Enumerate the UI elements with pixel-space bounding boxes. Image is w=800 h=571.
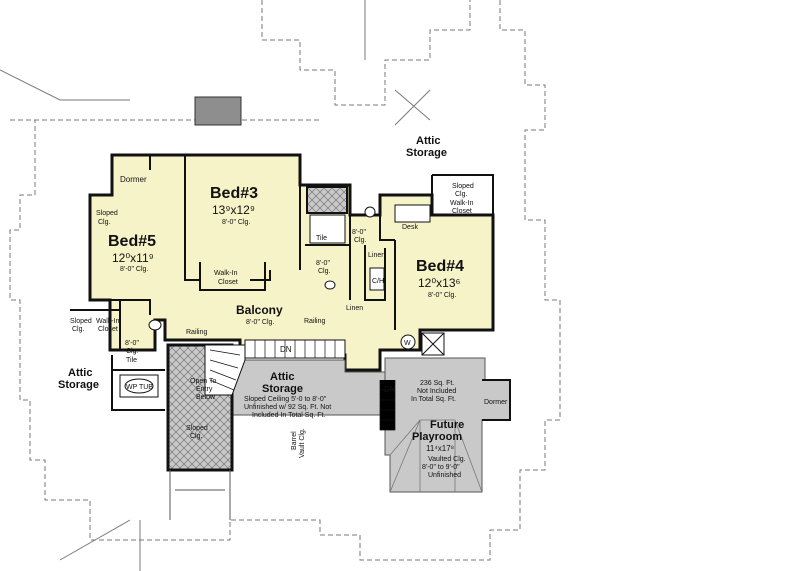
bath3-clg-b: Clg. xyxy=(354,237,367,244)
attic-top-name: Attic xyxy=(416,135,440,147)
bed5-closet-walkin: Walk-In xyxy=(96,318,120,325)
bed5-closet-sloped-a: Sloped xyxy=(70,318,92,325)
playroom-sqft3: In Total Sq. Ft. xyxy=(411,396,456,403)
playroom-size: 11⁴x17⁸ xyxy=(426,444,454,453)
bath3b-clg-a: 8'-0" xyxy=(316,260,330,267)
attic-center-name2: Storage xyxy=(262,383,303,395)
attic-left-name: Attic xyxy=(68,367,92,379)
bed3-ceiling: 8'-0" Clg. xyxy=(222,219,250,226)
playroom-roof-lines xyxy=(389,419,483,493)
bed3-walkin: Walk-In xyxy=(214,270,238,277)
balcony-name: Balcony xyxy=(236,303,283,317)
below-label: Below xyxy=(196,394,216,401)
wp-tub-label: WP TUB xyxy=(126,384,153,391)
playroom-note1: Vaulted Clg. xyxy=(428,456,466,463)
linen-label-a: Linen xyxy=(368,252,385,259)
bed4-sloped-b: Clg. xyxy=(455,191,468,198)
attic-center-name: Attic xyxy=(270,371,294,383)
bath3-tile: Tile xyxy=(316,235,327,242)
railing-left: Railing xyxy=(186,329,208,336)
bed4-size: 12⁰x13⁶ xyxy=(418,276,461,290)
bed5-sloped-a: Sloped xyxy=(96,210,118,217)
entry-porch-lines xyxy=(169,470,231,520)
bath5-tile: Tile xyxy=(126,357,137,364)
playroom-sqft2: Not Included xyxy=(417,388,456,395)
chimney xyxy=(194,96,242,126)
bed5-closet-closet: Closet xyxy=(98,326,118,333)
open-to-label: Open To xyxy=(190,378,216,385)
attic-top-name2: Storage xyxy=(406,147,447,159)
bed5-name: Bed#5 xyxy=(108,233,156,250)
bath3b-clg-b: Clg. xyxy=(318,268,331,275)
barrel-label-a: Barrel xyxy=(291,431,298,450)
stair-treads xyxy=(209,340,396,431)
dormer-right-label: Dormer xyxy=(484,399,508,406)
ch-label: C/H xyxy=(372,278,384,285)
barrel-label-b: Vault Clg. xyxy=(299,428,306,458)
dormer-right xyxy=(482,379,511,421)
dormer-left xyxy=(111,155,151,195)
sloped-clg-entry-b: Clg. xyxy=(190,433,203,440)
playroom-name: Future xyxy=(430,419,464,431)
bed4-name: Bed#4 xyxy=(416,258,464,275)
washer-label: W xyxy=(404,340,411,347)
attic-center-note3: Included In Total Sq. Ft. xyxy=(252,412,325,419)
playroom-note2: 8'-0" to 9'-0" xyxy=(422,464,460,471)
bath-fixtures xyxy=(119,206,445,398)
balcony-ceiling: 8'-0" Clg. xyxy=(246,319,274,326)
bath-tile-area xyxy=(306,186,348,214)
linen-label-b: Linen xyxy=(346,305,363,312)
bed5-closet-sloped-b: Clg. xyxy=(72,326,85,333)
desk xyxy=(394,204,431,223)
sloped-clg-entry-a: Sloped xyxy=(186,425,208,432)
attic-center-note1: Sloped Ceiling 5'-0 to 8'-0" xyxy=(244,396,327,403)
bed5-ceiling: 8'-0" Clg. xyxy=(120,266,148,273)
attic-left-name2: Storage xyxy=(58,379,99,391)
desk-label: Desk xyxy=(402,224,418,231)
stair-dn: DN xyxy=(280,345,292,354)
railing-right: Railing xyxy=(304,318,326,325)
attic-center-note2: Unfinished w/ 92 Sq. Ft. Not xyxy=(244,404,331,411)
attic-dn: DN xyxy=(384,385,396,394)
bed4-sloped-a: Sloped xyxy=(452,183,474,190)
roof-outline xyxy=(0,0,561,571)
bed4-closet: Closet xyxy=(452,208,472,215)
bath5-clg-b: Clg. xyxy=(126,348,139,355)
bed4-walkin: Walk-In xyxy=(450,200,474,207)
bed3-size: 13⁹x12⁹ xyxy=(212,203,255,217)
bed3-closet: Closet xyxy=(218,279,238,286)
bed4-ceiling: 8'-0" Clg. xyxy=(428,292,456,299)
bed3-name: Bed#3 xyxy=(210,185,258,202)
bed5-sloped-b: Clg. xyxy=(98,219,111,226)
bath5-clg-a: 8'-0" xyxy=(125,340,139,347)
bath3-clg-a: 8'-0" xyxy=(352,229,366,236)
playroom-name2: Playroom xyxy=(412,431,462,443)
dormer-label: Dormer xyxy=(120,175,147,184)
playroom-note3: Unfinished xyxy=(428,472,461,479)
entry-label: Entry xyxy=(196,386,213,393)
bed5-size: 12⁰x11⁹ xyxy=(112,251,154,265)
playroom-sqft1: 236 Sq. Ft. xyxy=(420,380,454,387)
